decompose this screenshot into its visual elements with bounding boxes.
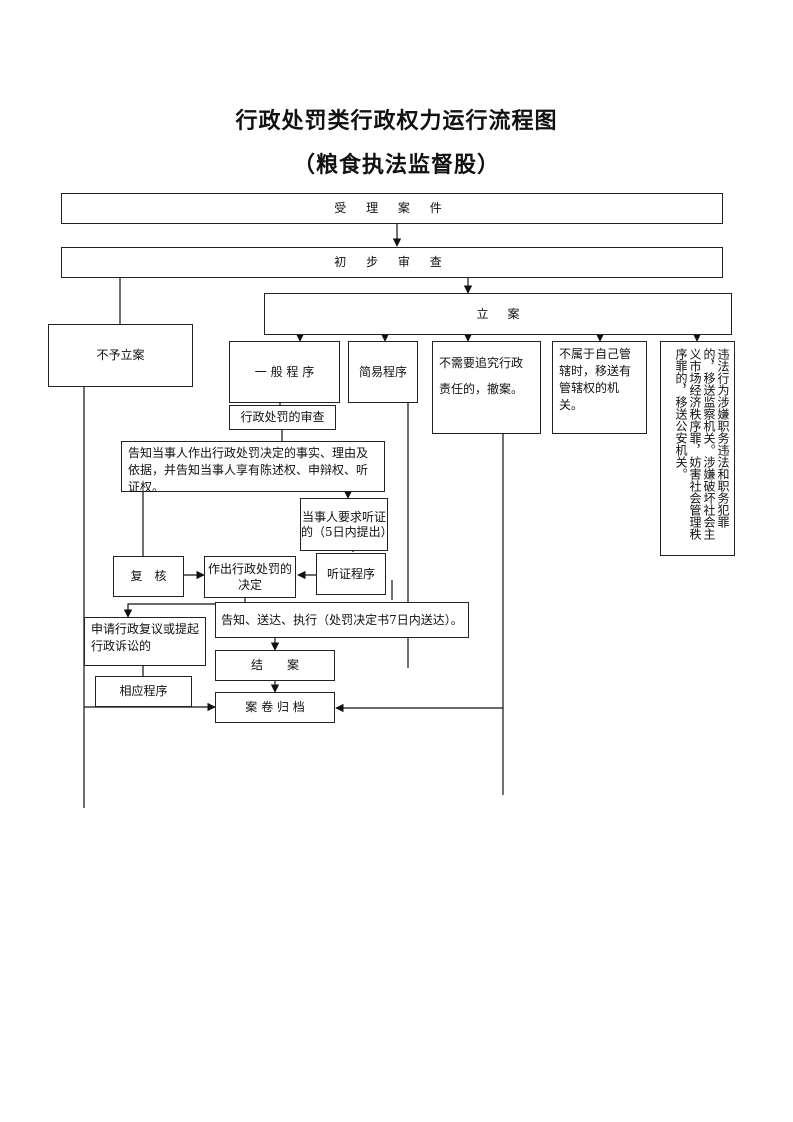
arrow-decision-to-reconsideration <box>123 603 215 618</box>
node-close-case-label: 结 案 <box>250 658 299 672</box>
node-notify-party-label: 告知当事人作出行政处罚决定的事实、理由及依据，并告知当事人享有陈述权、申辩权、听… <box>128 446 369 494</box>
node-notify-deliver-execute-label: 告知、送达、执行（处罚决定书7日内送达）。 <box>221 612 463 627</box>
page-title: 行政处罚类行政权力运行流程图 <box>235 108 558 134</box>
node-file-case-label: 立 案 <box>476 306 520 321</box>
node-no-filing-label: 不予立案 <box>96 348 145 362</box>
node-not-jurisdiction-label: 不属于自己管辖时，移送有管辖权的机关。 <box>559 347 632 412</box>
node-recheck-label: 复 核 <box>130 569 167 583</box>
node-general-procedure: 一 般 程 序 <box>229 341 340 403</box>
node-no-liability: 不需要追究行政责任的，撤案。 <box>432 341 541 434</box>
node-simple-procedure-label: 简易程序 <box>358 364 407 379</box>
node-archive: 案 卷 归 档 <box>215 692 335 723</box>
node-general-procedure-label: 一 般 程 序 <box>254 364 315 379</box>
node-criminal-transfer: 违法行为涉嫌职务违法和职务犯罪的，移送监察机关。涉嫌破坏社会主义市场经济秩序罪，… <box>660 341 735 556</box>
node-recheck: 复 核 <box>113 556 184 597</box>
node-notify-party: 告知当事人作出行政处罚决定的事实、理由及依据，并告知当事人享有陈述权、申辩权、听… <box>121 441 385 494</box>
node-no-liability-label: 不需要追究行政责任的，撤案。 <box>439 356 524 396</box>
node-reconsideration: 申请行政复议或提起行政诉讼的 <box>84 617 206 666</box>
node-accept-case-label: 受 理 案 件 <box>334 201 450 215</box>
node-criminal-transfer-label: 违法行为涉嫌职务违法和职务犯罪的，移送监察机关。涉嫌破坏社会主义市场经济秩序罪，… <box>674 348 730 540</box>
node-preliminary-review: 初 步 审 查 <box>61 247 723 278</box>
node-corresponding-procedure: 相应程序 <box>95 676 192 707</box>
node-file-case: 立 案 <box>264 293 732 335</box>
node-make-decision-label: 作出行政处罚的决定 <box>207 562 292 592</box>
node-hearing-procedure-label: 听证程序 <box>326 566 375 581</box>
node-accept-case: 受 理 案 件 <box>61 193 723 224</box>
node-notify-deliver-execute: 告知、送达、执行（处罚决定书7日内送达）。 <box>215 602 469 638</box>
node-preliminary-review-label: 初 步 审 查 <box>334 255 450 269</box>
node-make-decision: 作出行政处罚的决定 <box>204 556 296 598</box>
node-hearing-request-label: 当事人要求听证的（5日内提出） <box>301 509 393 539</box>
node-not-jurisdiction: 不属于自己管辖时，移送有管辖权的机关。 <box>552 341 647 434</box>
node-hearing-request: 当事人要求听证的（5日内提出） <box>300 498 393 551</box>
node-close-case: 结 案 <box>215 650 335 681</box>
node-simple-procedure: 简易程序 <box>348 341 418 403</box>
node-no-filing: 不予立案 <box>48 324 193 387</box>
node-hearing-procedure: 听证程序 <box>316 553 386 595</box>
node-penalty-review-label: 行政处罚的审查 <box>240 410 325 424</box>
node-corresponding-procedure-label: 相应程序 <box>119 684 168 698</box>
page-subtitle: （粮食执法监督股） <box>292 152 500 178</box>
node-penalty-review: 行政处罚的审查 <box>229 405 336 430</box>
node-archive-label: 案 卷 归 档 <box>245 700 305 714</box>
node-reconsideration-label: 申请行政复议或提起行政诉讼的 <box>91 622 200 653</box>
